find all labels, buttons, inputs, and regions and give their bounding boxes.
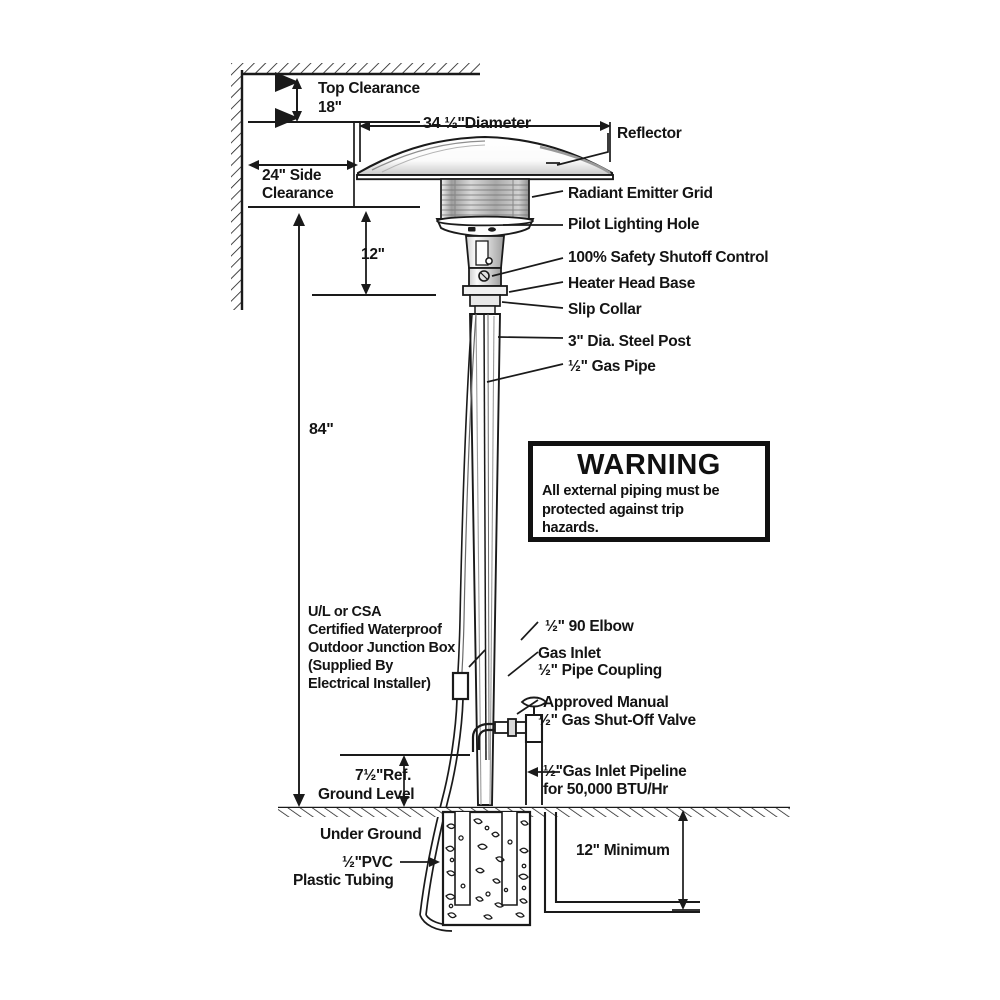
label-top-clearance: Top Clearance (318, 80, 420, 97)
electrical-conduit-wire (419, 313, 477, 932)
callout-slip-collar: Slip Collar (568, 301, 642, 318)
label-top-clearance-value: 18" (318, 99, 342, 116)
label-junction-box-line1: U/L or CSA (308, 604, 382, 620)
gas-valve-assembly (471, 696, 548, 805)
callout-leader-lines (400, 133, 609, 867)
leader-headbase (508, 281, 564, 293)
dimension-diameter (359, 121, 611, 162)
callout-reflector: Reflector (617, 125, 682, 142)
gas-pipe-inside-post (483, 313, 490, 761)
heater-head-base-shape (462, 285, 508, 296)
dimension-84in (293, 213, 305, 807)
underground-gas-pipeline (543, 812, 700, 914)
warning-body-line2: protected against trip (542, 501, 684, 518)
junction-box-shape (451, 671, 470, 701)
warning-body-line3: hazards. (542, 520, 599, 537)
heater-head-housing (435, 215, 535, 315)
leader-elbow (520, 621, 539, 641)
leader-valve (516, 699, 539, 715)
leader-safety (491, 257, 564, 277)
callout-pipeline-line2: for 50,000 BTU/Hr (543, 781, 668, 798)
dimension-ref-ground-level (340, 754, 470, 807)
leader-junctionbox (468, 649, 486, 668)
label-side-clearance-line2: Clearance (262, 185, 334, 202)
warning-title: WARNING (577, 449, 721, 481)
callout-shutoff-valve-line1: Approved Manual (543, 694, 669, 711)
label-pvc-line2: Plastic Tubing (293, 872, 394, 889)
aggregate-texture (445, 818, 529, 920)
leader-reflector (556, 133, 609, 166)
leader-coupling (507, 651, 539, 677)
label-ref-ground-level-line2: Ground Level (318, 786, 415, 803)
warning-box: WARNING All external piping must be prot… (528, 441, 770, 542)
callout-pilot-lighting-hole: Pilot Lighting Hole (568, 216, 700, 233)
callout-90-elbow: ½" 90 Elbow (545, 618, 634, 635)
dimension-side-clearance (248, 122, 420, 208)
callout-gas-pipe: ½" Gas Pipe (568, 358, 656, 375)
wall-and-ceiling (231, 63, 480, 310)
label-junction-box-line5: Electrical Installer) (308, 676, 431, 692)
label-head-height: 12" (361, 246, 385, 263)
pilot-lighting-hole-shape (468, 227, 476, 232)
leader-emitter (531, 190, 564, 198)
callout-gas-inlet: Gas Inlet (538, 645, 601, 662)
warning-body-line1: All external piping must be (542, 483, 720, 499)
callout-pipeline-line1: ½"Gas Inlet Pipeline (543, 763, 687, 780)
dimension-top-clearance (248, 72, 420, 128)
label-under-ground: Under Ground (320, 826, 422, 843)
label-junction-box-line3: Outdoor Junction Box (308, 640, 456, 656)
leader-gaspipe (486, 363, 564, 383)
pipe-coupling-shape (507, 718, 517, 737)
callout-safety-shutoff-control: 100% Safety Shutoff Control (568, 249, 769, 266)
callout-steel-post: 3" Dia. Steel Post (568, 333, 691, 350)
dimension-12in-minimum (672, 810, 700, 911)
reflector-dome (356, 135, 614, 181)
radiant-emitter-grid (440, 178, 530, 220)
label-junction-box-line4: (Supplied By (308, 658, 394, 674)
callout-radiant-emitter-grid: Radiant Emitter Grid (568, 185, 713, 202)
label-pvc-line1: ½"PVC (342, 854, 393, 871)
label-reflector-diameter: 34 ½"Diameter (423, 115, 531, 132)
leader-steelpost (497, 336, 564, 339)
callout-heater-head-base: Heater Head Base (568, 275, 696, 292)
callout-shutoff-valve-line2: ½" Gas Shut-Off Valve (538, 712, 696, 729)
leader-slipcollar (501, 301, 564, 309)
concrete-footing (441, 810, 532, 927)
label-depth-minimum: 12" Minimum (576, 842, 670, 859)
elbow-shape (477, 728, 495, 750)
label-side-clearance-line1: 24" Side (262, 167, 322, 184)
label-ref-ground-level-line1: 7½"Ref. (355, 767, 412, 784)
slip-collar-shape (469, 294, 501, 307)
label-junction-box-line2: Certified Waterproof (308, 622, 442, 638)
label-mounting-height: 84" (309, 421, 334, 438)
ground-line (278, 806, 790, 817)
dimension-12in-head (312, 211, 436, 296)
callout-pipe-coupling: ½" Pipe Coupling (538, 662, 662, 679)
